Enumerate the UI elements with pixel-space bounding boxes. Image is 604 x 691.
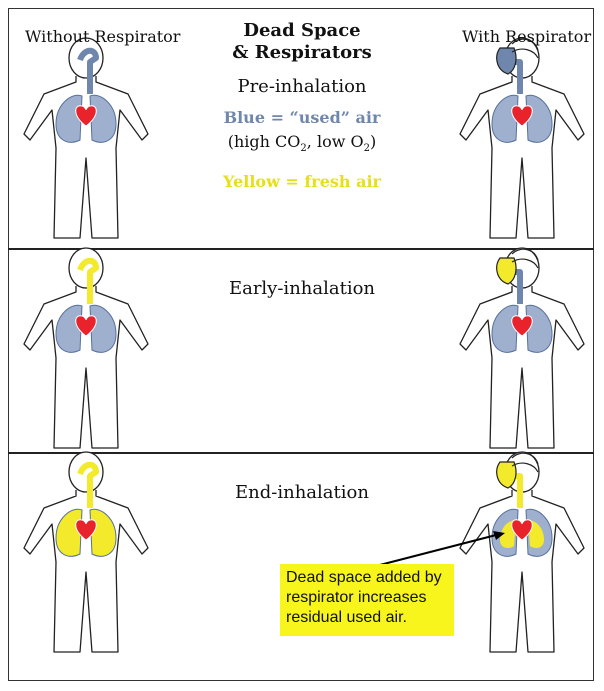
lung-right (89, 304, 117, 353)
legend-gas-composition: (high CO2, low O2) (0, 132, 604, 154)
stage-label-end: End-inhalation (235, 482, 369, 503)
column-label-without: Without Respirator (25, 27, 181, 46)
co2-mid: , low O (306, 132, 364, 151)
title: Dead Space & Respirators (0, 20, 604, 64)
head (68, 247, 104, 289)
lung-right (89, 94, 117, 143)
body-outline (459, 286, 585, 449)
with-1-figure (459, 247, 585, 449)
head (68, 37, 104, 79)
lung-right (89, 508, 117, 557)
lung-left (491, 94, 519, 143)
body-outline (23, 490, 149, 653)
respirator-mask (496, 47, 517, 75)
body-outline (23, 286, 149, 449)
lung-left (55, 94, 83, 143)
pointer-arrow (375, 533, 501, 567)
lung-left (55, 508, 83, 557)
body-outline (459, 490, 585, 653)
diagram-frame (8, 8, 594, 681)
without-1-figure (23, 247, 149, 449)
stage-label-early: Early-inhalation (228, 278, 376, 299)
column-label-with: With Respirator (462, 27, 592, 46)
heart (75, 105, 97, 127)
mask-straps (511, 38, 539, 59)
co2-suffix: ) (369, 132, 377, 151)
heart (511, 315, 533, 337)
head (68, 451, 104, 493)
o2-sub: 2 (363, 143, 370, 155)
lung-left (55, 304, 83, 353)
lung-right (525, 304, 553, 353)
respirator-mask (496, 257, 517, 285)
co2-sub: 2 (300, 143, 307, 155)
without-0-figure (23, 37, 149, 239)
body-outline (23, 76, 149, 239)
body-outline (459, 76, 585, 239)
airway (77, 257, 99, 304)
legend-used-air: Blue = “used” air (223, 108, 381, 127)
lung-left (491, 304, 519, 353)
heart (511, 519, 533, 541)
title-line1: Dead Space (243, 20, 361, 41)
with-0-figure (459, 37, 585, 239)
callout-note: Dead space added by respirator increases… (280, 564, 454, 636)
heart (75, 519, 97, 541)
airway (77, 461, 99, 508)
airway (77, 47, 99, 94)
lung-right (525, 94, 553, 143)
title-line2: & Respirators (232, 42, 372, 63)
stage-label-pre: Pre-inhalation (237, 76, 367, 97)
heart (511, 105, 533, 127)
co2-prefix: (high CO (227, 132, 301, 151)
respirator-mask (496, 461, 517, 489)
mask-straps (511, 248, 539, 269)
mask-straps (511, 452, 539, 473)
heart (75, 315, 97, 337)
without-2-figure (23, 451, 149, 653)
arrow-head (493, 531, 505, 540)
legend-fresh-air: Yellow = fresh air (223, 172, 381, 191)
with-2-figure (459, 451, 585, 653)
